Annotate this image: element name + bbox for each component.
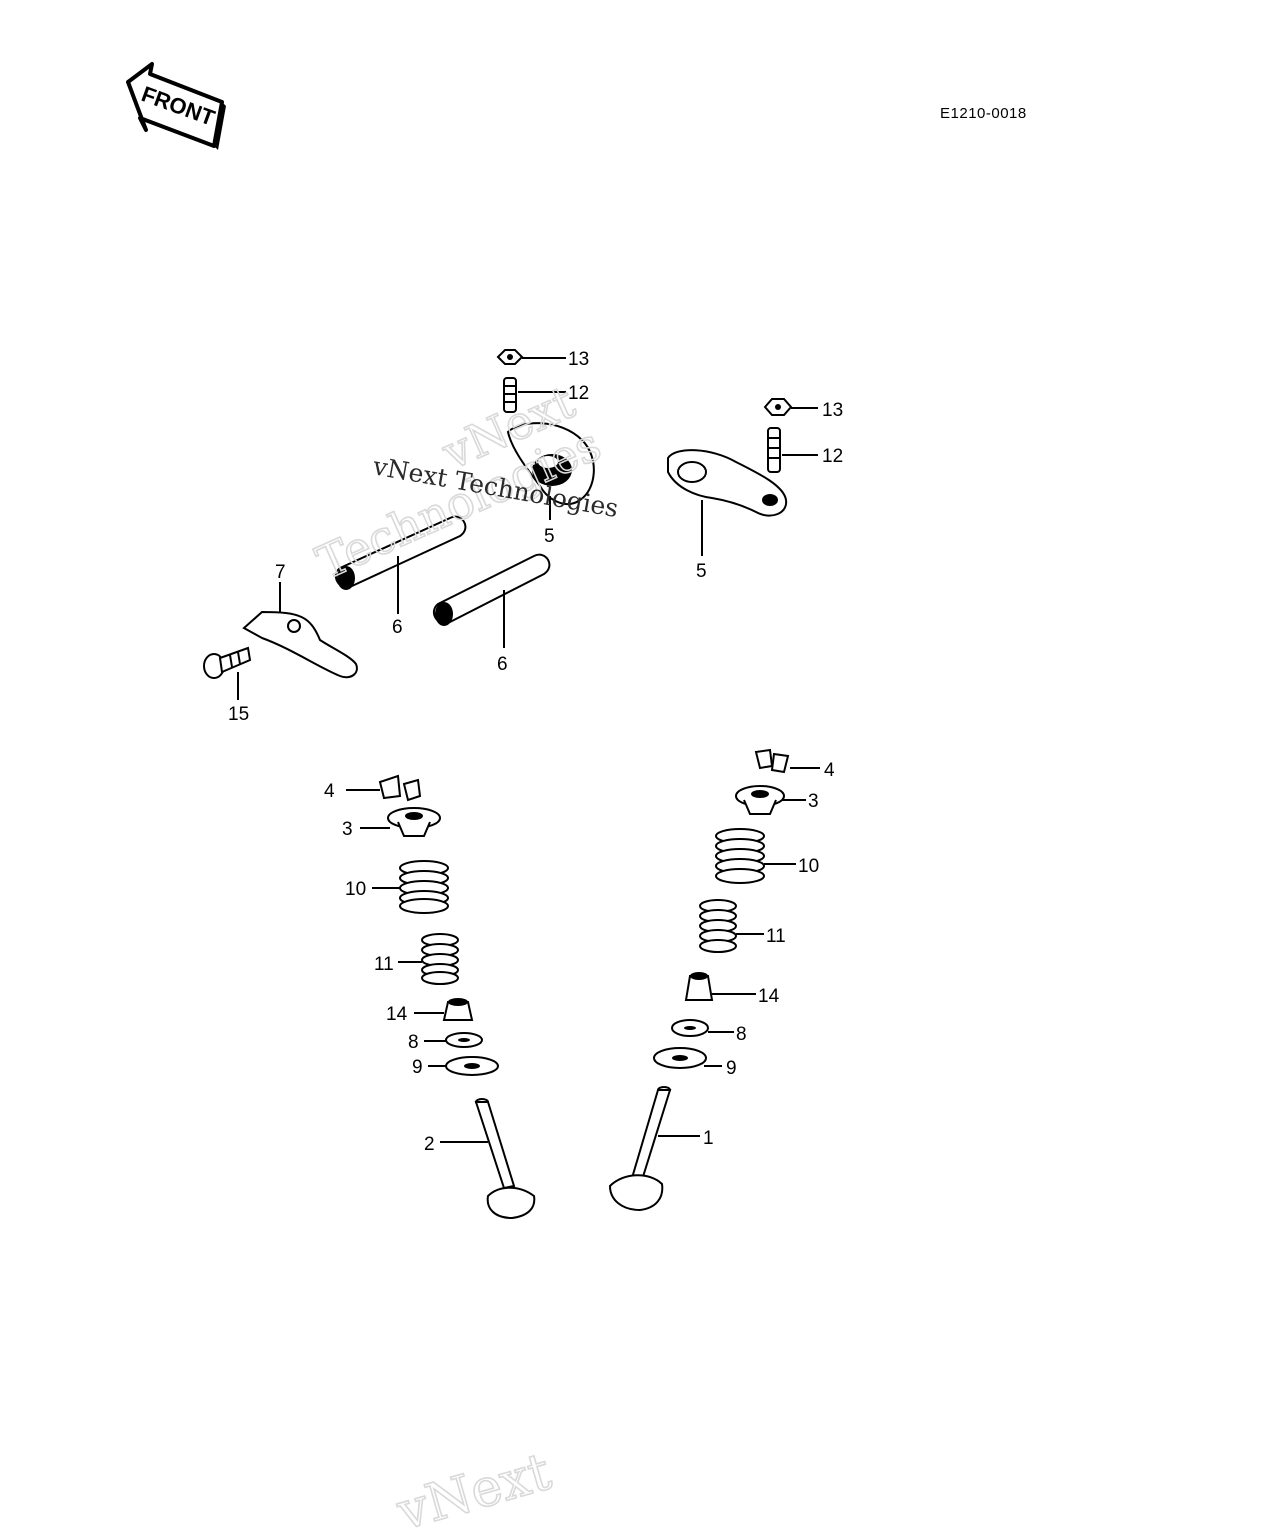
spring-10-right — [715, 828, 796, 884]
callout-5: 5 — [544, 526, 555, 547]
callout-12: 12 — [822, 446, 843, 467]
washer-8-left — [424, 1032, 483, 1048]
front-arrow-icon: FRONT — [126, 62, 226, 150]
washer-9-left — [428, 1056, 499, 1076]
watermark-vnext-bottom: vNext — [390, 1442, 557, 1536]
retainer-3-right — [735, 785, 806, 815]
nut-13-right — [763, 398, 818, 416]
bolt-15 — [203, 646, 252, 700]
callout-13: 13 — [822, 400, 843, 421]
callout-9: 9 — [726, 1058, 737, 1079]
callout-13: 13 — [568, 349, 589, 370]
callout-14: 14 — [758, 986, 780, 1007]
callout-3: 3 — [808, 791, 819, 812]
callout-6: 6 — [392, 617, 403, 638]
diagram-code: E1210-0018 — [940, 105, 1027, 122]
rocker-shaft-6-upper — [334, 515, 467, 614]
callout-3: 3 — [342, 819, 353, 840]
rocker-shaft-6-lower — [432, 553, 551, 648]
callout-7: 7 — [275, 562, 286, 583]
rocker-arm-5-left — [506, 422, 595, 520]
callout-10: 10 — [345, 879, 366, 900]
cotter-4-right — [754, 748, 820, 774]
adjuster-screw-12-left — [503, 377, 566, 413]
callout-10: 10 — [798, 856, 819, 877]
callout-4: 4 — [324, 781, 335, 802]
nut-13-left — [496, 349, 566, 365]
retainer-3-left — [360, 807, 441, 837]
callout-11: 11 — [766, 926, 786, 947]
callout-11: 11 — [374, 954, 394, 975]
callout-2: 2 — [424, 1134, 435, 1155]
spring-11-right — [699, 899, 764, 953]
callout-9: 9 — [412, 1057, 423, 1078]
washer-8-right — [671, 1019, 734, 1037]
spring-10-left — [372, 860, 449, 914]
cotter-4-left — [346, 774, 422, 802]
right-valve-stack — [608, 748, 820, 1212]
callout-8: 8 — [408, 1032, 419, 1053]
washer-9-right — [653, 1047, 722, 1069]
callout-1: 1 — [703, 1128, 714, 1149]
plate-7 — [242, 582, 358, 679]
seal-14-right — [684, 972, 756, 1001]
rocker-arm-5-right — [667, 449, 788, 556]
callout-15: 15 — [228, 704, 249, 725]
adjuster-screw-12-right — [767, 427, 818, 473]
callout-4: 4 — [824, 760, 835, 781]
callout-14: 14 — [386, 1004, 408, 1025]
valve-1-intake — [608, 1086, 700, 1212]
seal-14-left — [414, 998, 474, 1021]
callout-6: 6 — [497, 654, 508, 675]
spring-11-left — [398, 933, 459, 985]
callout-5: 5 — [696, 561, 707, 582]
callout-8: 8 — [736, 1024, 747, 1045]
left-valve-stack — [346, 774, 536, 1220]
callout-12: 12 — [568, 383, 589, 404]
valve-2-exhaust — [440, 1098, 536, 1220]
